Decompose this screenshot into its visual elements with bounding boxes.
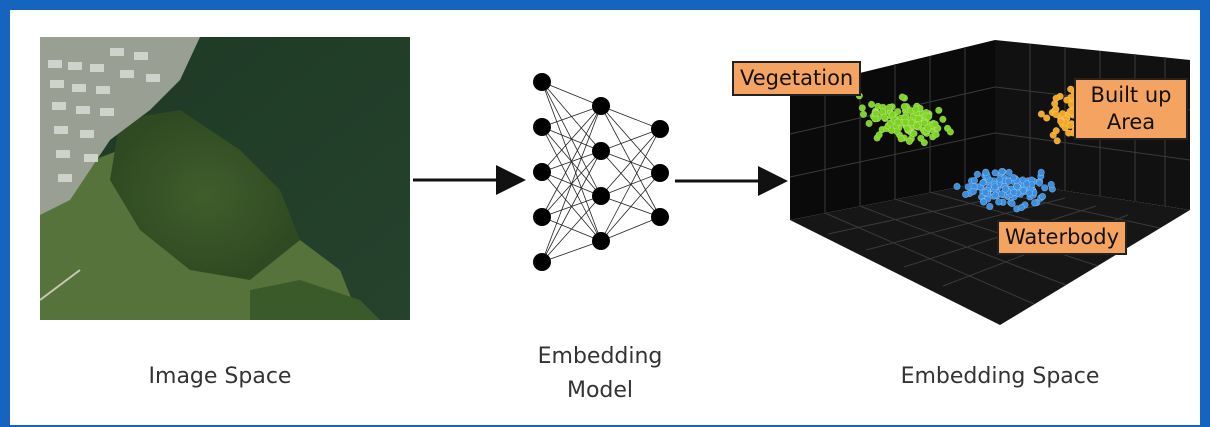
embedding-point	[995, 198, 1003, 206]
vegetation-label: Vegetation	[732, 61, 862, 96]
neural-network-icon	[533, 73, 669, 271]
embedding-point	[982, 168, 990, 176]
embedding-point	[991, 191, 999, 199]
embedding-point	[991, 183, 999, 191]
waterbody-label: Waterbody	[997, 220, 1128, 255]
vegetation-point-cluster	[855, 92, 955, 147]
embedding-point	[995, 175, 1004, 183]
embedding-point	[1023, 180, 1031, 188]
embedding-point	[998, 167, 1006, 176]
embedding-point	[961, 190, 970, 198]
embedding-point	[925, 113, 933, 121]
waterbody-label-text: Waterbody	[1005, 225, 1120, 249]
built-up-area-label: Built up Area	[1074, 78, 1188, 140]
embedding-point	[887, 126, 896, 135]
embedding-point	[920, 119, 929, 127]
embedding-point	[1019, 186, 1027, 195]
embedding-point	[880, 113, 888, 121]
embedding-point	[1067, 85, 1075, 93]
embedding-point	[939, 115, 947, 123]
embedding-model-caption-line2: Model	[566, 378, 634, 403]
embedding-point	[1043, 114, 1051, 122]
embedding-point	[1047, 181, 1055, 189]
embedding-point	[1053, 137, 1061, 145]
embedding-point	[897, 135, 905, 143]
embedding-point	[1004, 177, 1013, 185]
embedding-point	[1010, 188, 1018, 196]
embedding-point	[1038, 192, 1047, 201]
embedding-point	[1052, 110, 1060, 119]
embedding-point	[953, 182, 961, 190]
embedding-point	[1058, 110, 1067, 118]
embedding-point	[900, 102, 908, 111]
embedding-point	[901, 118, 910, 126]
built-up-label-line2: Area	[1106, 110, 1156, 134]
embedding-point	[1041, 184, 1049, 192]
embedding-point	[907, 119, 916, 127]
embedding-point	[1057, 118, 1065, 126]
embedding-point	[997, 190, 1006, 198]
embedding-point	[894, 108, 902, 116]
embedding-point	[885, 103, 894, 111]
embedding-point	[917, 134, 925, 142]
embedding-point	[991, 169, 999, 177]
embedding-point	[979, 179, 987, 187]
embedding-point	[912, 105, 920, 113]
embedding-point	[935, 106, 943, 114]
embedding-point	[1052, 94, 1060, 102]
embedding-point	[1008, 199, 1016, 208]
embedding-point	[1001, 185, 1010, 193]
embedding-point	[970, 176, 979, 185]
embedding-model-caption: Embedding Model	[500, 340, 700, 408]
waterbody-point-cluster	[953, 167, 1056, 213]
embedding-point	[1037, 110, 1045, 118]
embedding-point	[924, 124, 932, 132]
embedding-point	[979, 198, 988, 206]
embedding-point	[1017, 203, 1026, 212]
embedding-point	[872, 109, 880, 117]
embedding-point	[1013, 182, 1021, 190]
embedding-point	[1035, 179, 1043, 187]
embedding-point	[905, 137, 914, 145]
embedding-point	[946, 128, 955, 136]
embedding-point	[865, 119, 873, 127]
embedding-point	[858, 104, 866, 112]
embedding-point	[894, 118, 902, 126]
embedding-point	[875, 131, 883, 139]
embedding-point	[903, 125, 911, 133]
embedding-point	[1066, 121, 1074, 129]
satellite-image	[39, 37, 410, 320]
embedding-model-caption-line1: Embedding	[537, 344, 663, 369]
image-space-caption: Image Space	[148, 364, 292, 389]
embedding-point	[867, 100, 876, 108]
embedding-point	[931, 120, 939, 128]
embedding-point	[1065, 129, 1073, 137]
embedding-point	[1052, 127, 1060, 135]
embedding-point	[913, 122, 921, 130]
embedding-space-caption: Embedding Space	[900, 364, 1100, 389]
embedding-point	[910, 129, 918, 138]
embedding-point	[859, 110, 868, 118]
embedding-point	[969, 188, 977, 196]
embedding-point	[973, 170, 982, 178]
embedding-point	[1025, 189, 1033, 197]
embedding-point	[898, 93, 906, 101]
embedding-point	[932, 130, 940, 139]
embedding-point	[1063, 96, 1071, 104]
vegetation-label-text: Vegetation	[740, 66, 854, 90]
embedding-point	[986, 202, 994, 211]
built-up-label-line1: Built up	[1090, 83, 1172, 107]
embedding-point	[1030, 199, 1039, 207]
embedding-point	[981, 188, 990, 197]
embedding-point	[1037, 168, 1045, 176]
embedding-point	[1009, 173, 1018, 182]
